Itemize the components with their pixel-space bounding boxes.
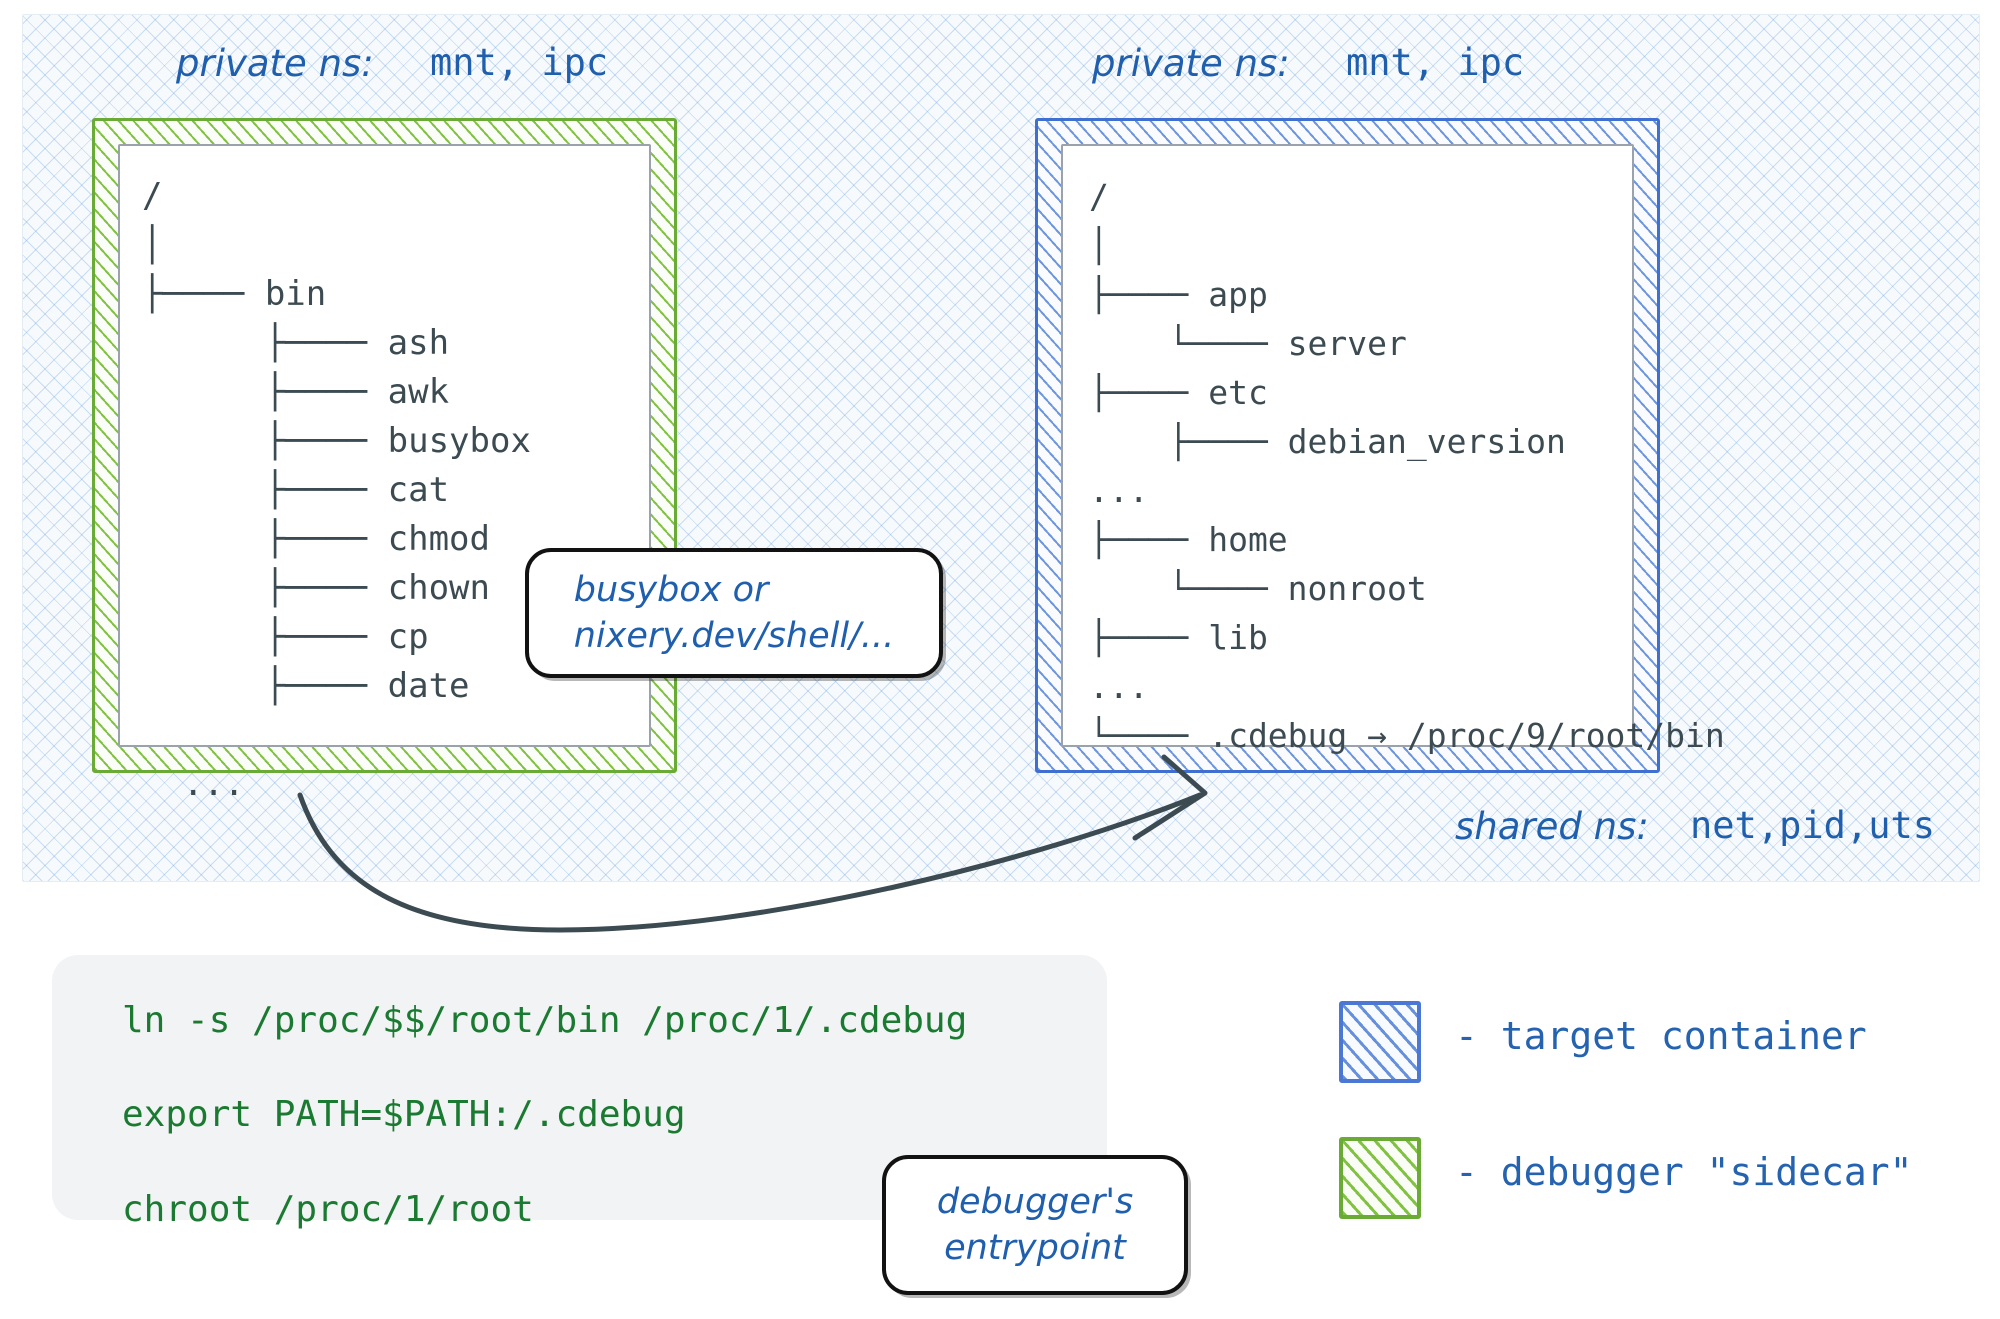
callout-entrypoint: debugger's entrypoint [882,1155,1188,1295]
legend-swatch-target [1339,1001,1421,1083]
sidecar-ns-label-hand: private ns: [176,42,374,85]
code-line-3: chroot /proc/1/root [122,1189,534,1230]
shared-ns-label-hand: shared ns: [1455,805,1649,848]
legend-label-target: - target container [1455,1014,1867,1058]
callout-shell-image-text: busybox or nixery.dev/shell/... [573,570,895,656]
target-container-box: / │ ├──── app └──── server ├──── etc ├──… [1035,118,1725,773]
target-ns-label-hand: private ns: [1092,42,1290,85]
shared-ns-label-mono: net,pid,uts [1690,804,1936,847]
callout-entrypoint-text: debugger's entrypoint [936,1182,1134,1268]
legend-label-sidecar: - debugger "sidecar" [1455,1150,1913,1194]
code-line-1: ln -s /proc/$$/root/bin /proc/1/.cdebug [122,1000,968,1041]
sidecar-ns-label-mono: mnt, ipc [430,41,609,84]
target-ns-label-mono: mnt, ipc [1346,41,1525,84]
callout-shell-image: busybox or nixery.dev/shell/... [525,548,943,678]
code-line-2: export PATH=$PATH:/.cdebug [122,1094,686,1135]
target-filesystem-tree: / │ ├──── app └──── server ├──── etc ├──… [1089,177,1725,755]
sidecar-filesystem-tree: / │ ├──── bin ├──── ash ├──── awk ├──── … [142,176,531,804]
legend-swatch-sidecar [1339,1137,1421,1219]
target-inner-panel: / │ ├──── app └──── server ├──── etc ├──… [1061,144,1725,755]
